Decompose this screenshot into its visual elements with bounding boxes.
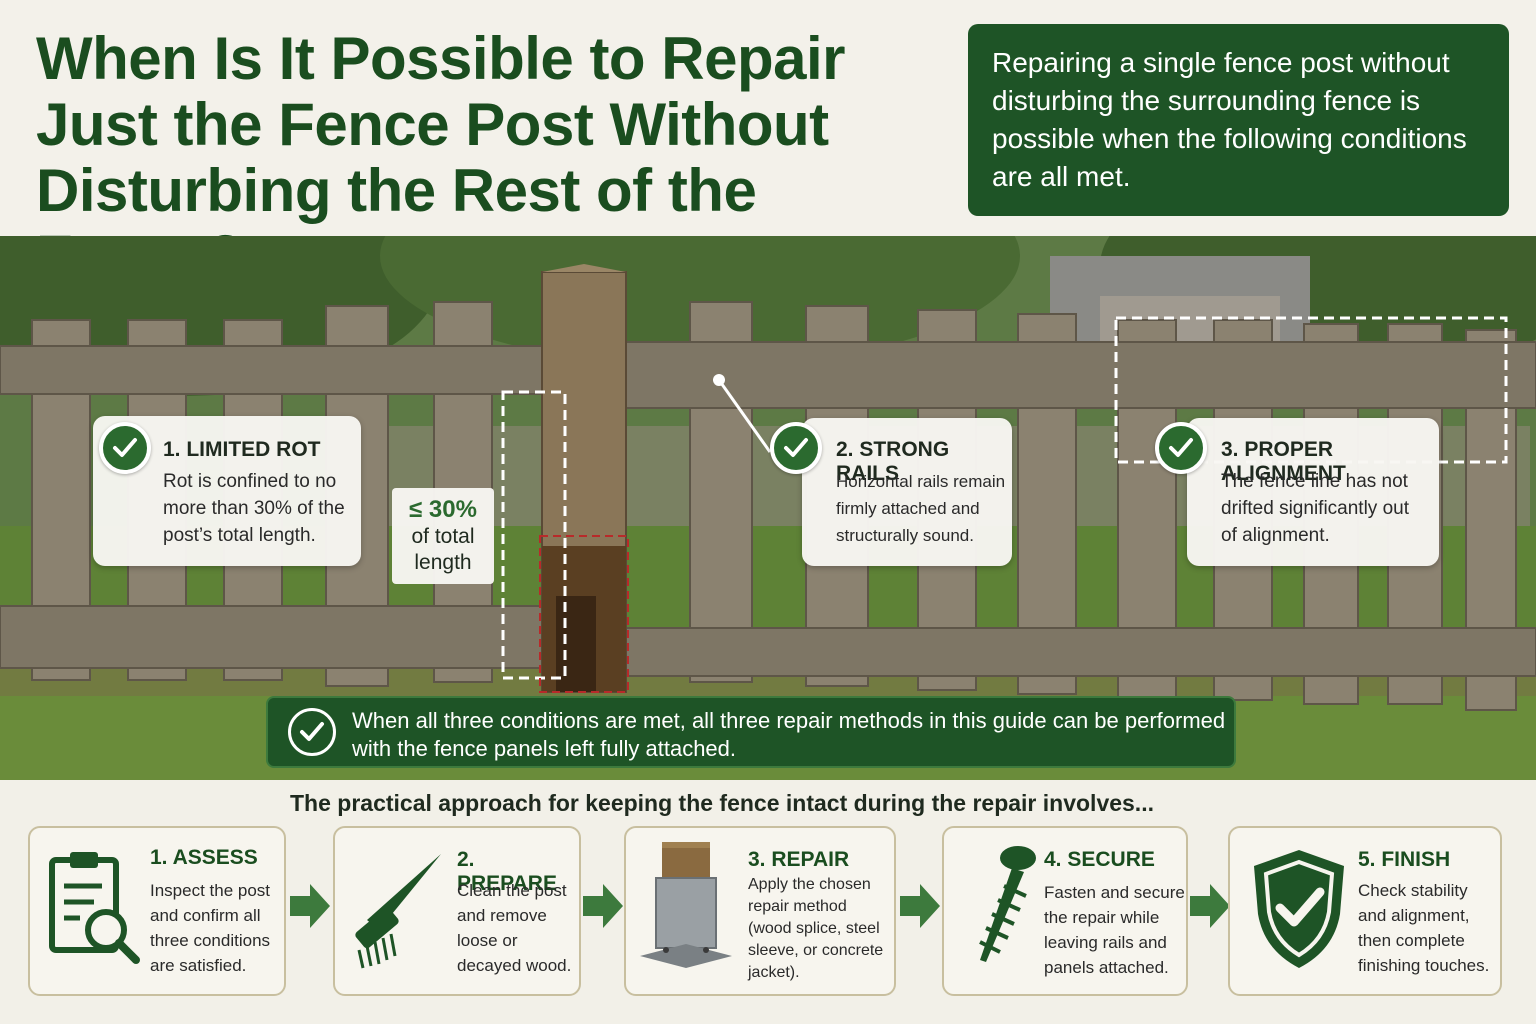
banner-text: When all three conditions are met, all t… <box>352 708 1226 761</box>
check-circle-icon <box>288 708 336 756</box>
arrow-right-icon <box>1190 884 1230 928</box>
step-title: 5. FINISH <box>1358 848 1451 871</box>
rot-limit-label: ≤ 30% of total length <box>392 488 494 584</box>
intro-box: Repairing a single fence post without di… <box>968 24 1509 216</box>
shield-check-icon <box>1254 850 1344 968</box>
condition-text: Rot is confined to no more than 30% of t… <box>163 471 345 546</box>
title-line-2: Just the Fence Post Without <box>36 91 829 158</box>
check-circle-icon <box>770 422 822 474</box>
arrow-right-icon <box>900 884 940 928</box>
header: When Is It Possible to Repair Just the F… <box>0 0 1536 290</box>
wire-brush-icon <box>355 854 441 969</box>
check-circle-icon <box>99 422 151 474</box>
step-title: 4. SECURE <box>1044 848 1155 871</box>
check-circle-icon <box>1155 422 1207 474</box>
post-sleeve-icon <box>640 842 732 968</box>
condition-title: 1. LIMITED ROT <box>163 438 321 461</box>
rot-limit-line1: of total <box>411 525 475 548</box>
title-line-1: When Is It Possible to Repair <box>36 25 845 92</box>
step-title: 1. ASSESS <box>150 846 258 869</box>
condition-text: The fence line has not drifted significa… <box>1221 471 1409 546</box>
condition-title: 2. STRONG RAILS <box>836 438 950 485</box>
clipboard-search-icon <box>49 852 140 964</box>
step-title: 2. PREPARE <box>457 848 557 895</box>
step-title: 3. REPAIR <box>748 848 850 871</box>
page-title: When Is It Possible to Repair Just the F… <box>36 26 936 290</box>
condition-card-strong-rails: 2. STRONG RAILS Horizontal rails remain … <box>770 418 1012 566</box>
screw-icon <box>979 846 1036 962</box>
intro-text: Repairing a single fence post without di… <box>992 47 1467 192</box>
rot-limit-line2: length <box>414 551 472 574</box>
condition-card-limited-rot: 1. LIMITED ROT Rot is confined to no mor… <box>93 416 361 566</box>
conditions-met-banner: When all three conditions are met, all t… <box>266 696 1236 768</box>
condition-card-proper-alignment: 3. PROPER ALIGNMENT The fence line has n… <box>1155 418 1439 566</box>
approach-heading: The practical approach for keeping the f… <box>290 790 1154 816</box>
rot-limit-value: ≤ 30% <box>409 496 477 523</box>
fence-photo: 1. LIMITED ROT Rot is confined to no mor… <box>0 236 1536 780</box>
arrow-right-icon <box>290 884 330 928</box>
condition-text: Horizontal rails remain firmly attached … <box>836 472 1006 545</box>
arrow-right-icon <box>583 884 623 928</box>
condition-title: 3. PROPER ALIGNMENT <box>1221 438 1346 485</box>
